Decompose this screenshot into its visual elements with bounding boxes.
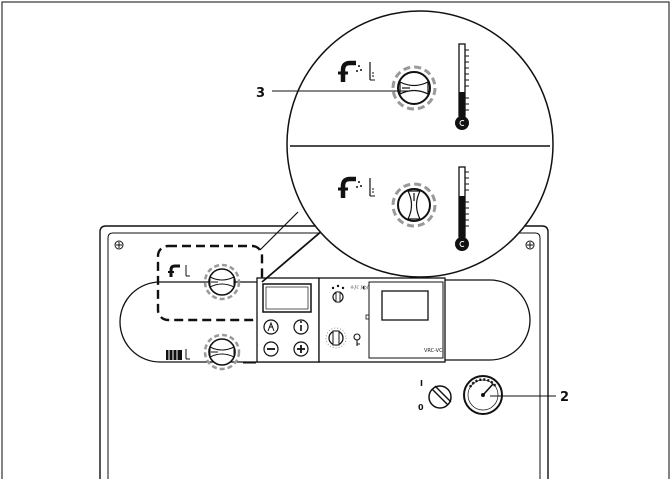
hot-water-dial-magnified[interactable] (391, 65, 437, 111)
zoom-connector-lower (261, 229, 324, 283)
pressure-gauge-icon (463, 375, 503, 415)
timer-module: ☼/☾/◐/⚘ VRC-VC (318, 277, 446, 363)
zoom-connector-upper (259, 211, 299, 251)
hot-water-dial[interactable] (203, 263, 241, 301)
tap-icon (338, 176, 375, 198)
heating-dial[interactable] (203, 333, 241, 371)
thermometer-icon (455, 43, 469, 130)
radiator-icon (166, 349, 190, 360)
model-label: VRC-VC (424, 348, 443, 354)
switch-off-label: 0 (418, 403, 424, 412)
right-control-lobe (439, 279, 531, 361)
display-module (256, 277, 320, 363)
lcd-display (262, 283, 312, 313)
chimney-sweep-button[interactable] (263, 319, 279, 335)
switch-on-label: I (420, 379, 423, 388)
time-setting-knob[interactable] (325, 327, 347, 349)
plus-button[interactable] (293, 341, 309, 357)
info-button[interactable] (293, 319, 309, 335)
magnified-view (286, 10, 554, 278)
callout-3-label: 3 (256, 86, 265, 101)
minus-button[interactable] (263, 341, 279, 357)
screw-icon (525, 240, 535, 250)
hot-water-dial-rotated[interactable] (391, 182, 437, 228)
mode-selector-knob[interactable] (332, 291, 344, 303)
tap-icon (338, 60, 375, 82)
thermometer-icon (455, 166, 469, 251)
mode-symbols: ☼/☾/◐/⚘ (350, 285, 373, 291)
timer-display (381, 290, 429, 321)
tap-icon (168, 264, 190, 277)
main-switch[interactable] (428, 385, 452, 409)
screw-icon (114, 240, 124, 250)
callout-2-label: 2 (560, 390, 569, 405)
padlock-key-icon (353, 333, 361, 346)
